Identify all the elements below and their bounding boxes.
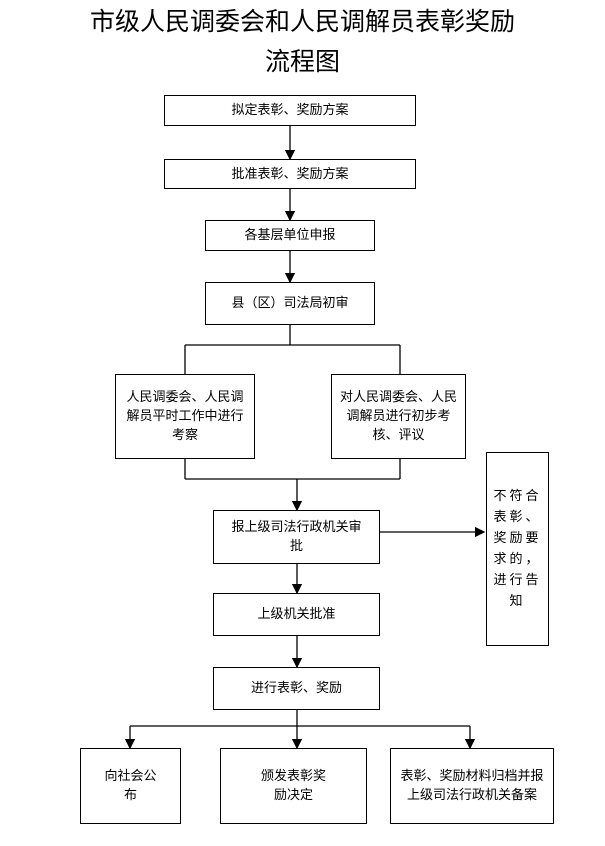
node-county-review-label: 县（区）司法局初审 [231,296,349,311]
node-commend: 进行表彰、奖励 [213,667,380,710]
node-archive: 表彰、奖励材料归档并报上级司法行政机关备案 [390,748,554,824]
node-upper-approve: 上级机关批准 [213,593,380,636]
node-unit-report: 各基层单位申报 [205,220,375,251]
node-unit-report-label: 各基层单位申报 [244,228,336,243]
node-publish: 向社会公布 [80,748,181,824]
page-title-line2: 流程图 [264,47,340,76]
node-archive-label: 表彰、奖励材料归档并报上级司法行政机关备案 [400,769,544,803]
node-not-qualified-label: 不符合表彰、奖励要求的，进行告知 [493,489,542,609]
node-prelim-assess: 对人民调委会、人民调解员进行初步考核、评议 [331,374,466,459]
node-daily-assess: 人民调委会、人民调解员平时工作中进行考察 [115,374,255,459]
node-county-review: 县（区）司法局初审 [205,282,375,325]
node-publish-label: 向社会公布 [104,769,157,803]
node-approve-plan: 批准表彰、奖励方案 [164,159,416,189]
page-title-line1: 市级人民调委会和人民调解员表彰奖励 [89,7,515,36]
node-issue-decision-label: 颁发表彰奖励决定 [260,769,326,803]
node-approve-plan-label: 批准表彰、奖励方案 [231,166,349,182]
node-issue-decision: 颁发表彰奖励决定 [220,748,367,824]
node-commend-label: 进行表彰、奖励 [250,681,342,696]
node-daily-assess-label: 人民调委会、人民调解员平时工作中进行考察 [126,390,244,443]
node-submit-upper-label: 报上级司法行政机关审批 [231,520,362,554]
node-draft-plan: 拟定表彰、奖励方案 [164,95,416,126]
node-prelim-assess-label: 对人民调委会、人民调解员进行初步考核、评议 [340,390,458,443]
node-submit-upper: 报上级司法行政机关审批 [213,510,380,564]
node-draft-plan-label: 拟定表彰、奖励方案 [231,103,349,118]
node-upper-approve-label: 上级机关批准 [257,607,336,622]
node-not-qualified: 不符合表彰、奖励要求的，进行告知 [486,452,549,646]
